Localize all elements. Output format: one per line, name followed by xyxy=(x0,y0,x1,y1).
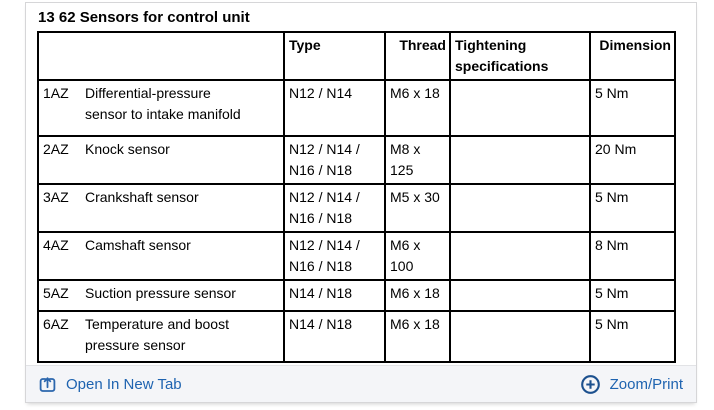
cell-dimension: 5 Nm xyxy=(589,279,676,312)
cell-item: 1AZ Differential-pressure sensor to inta… xyxy=(37,79,285,137)
cell-item: 2AZ Knock sensor xyxy=(37,135,285,185)
cell-item: 5AZ Suction pressure sensor xyxy=(37,279,285,312)
cell-dimension: 5 Nm xyxy=(589,79,676,137)
row-description: Differential-pressure sensor to intake m… xyxy=(85,85,241,122)
row-description: Knock sensor xyxy=(85,141,170,157)
col-header-type: Type xyxy=(283,31,386,81)
cell-tightening xyxy=(449,79,591,137)
cell-type: N12 / N14 / N16 / N18 xyxy=(283,135,386,185)
cell-tightening xyxy=(449,135,591,185)
cell-type: N14 / N18 xyxy=(283,279,386,312)
cell-thread: M8 x 125 xyxy=(384,135,451,185)
cell-thread: M6 x 100 xyxy=(384,231,451,281)
table-row: 1AZ Differential-pressure sensor to inta… xyxy=(37,79,676,137)
open-in-new-tab-button[interactable]: Open In New Tab xyxy=(39,376,182,393)
row-description: Temperature and boost pressure sensor xyxy=(85,316,229,353)
cell-thread: M6 x 18 xyxy=(384,310,451,363)
cell-thread: M6 x 18 xyxy=(384,79,451,137)
row-label: 4AZ xyxy=(43,237,69,253)
cell-type: N12 / N14 / N16 / N18 xyxy=(283,231,386,281)
circle-plus-icon xyxy=(580,374,601,395)
zoom-print-label: Zoom/Print xyxy=(609,375,683,393)
cell-dimension: 20 Nm xyxy=(589,135,676,185)
col-header-dimension: Dimension xyxy=(589,31,676,81)
cell-type: N14 / N18 xyxy=(283,310,386,363)
cell-type: N12 / N14 xyxy=(283,79,386,137)
row-label: 2AZ xyxy=(43,141,69,157)
col-header-thread: Thread xyxy=(384,31,451,81)
table-row: 2AZ Knock sensor N12 / N14 / N16 / N18 M… xyxy=(37,135,676,185)
table-row: 3AZ Crankshaft sensor N12 / N14 / N16 / … xyxy=(37,183,676,233)
zoom-print-button[interactable]: Zoom/Print xyxy=(580,374,683,395)
cell-thread: M6 x 18 xyxy=(384,279,451,312)
open-in-new-tab-label: Open In New Tab xyxy=(66,375,182,393)
cell-dimension: 8 Nm xyxy=(589,231,676,281)
col-header-item xyxy=(37,31,285,81)
row-description: Suction pressure sensor xyxy=(85,285,236,301)
cell-dimension: 5 Nm xyxy=(589,183,676,233)
table-row: 5AZ Suction pressure sensor N14 / N18 M6… xyxy=(37,279,676,312)
cell-tightening xyxy=(449,279,591,312)
cell-thread: M5 x 30 xyxy=(384,183,451,233)
cell-type: N12 / N14 / N16 / N18 xyxy=(283,183,386,233)
cell-item: 4AZ Camshaft sensor xyxy=(37,231,285,281)
open-in-new-tab-icon xyxy=(39,376,57,393)
cell-tightening xyxy=(449,310,591,363)
table-row: 6AZ Temperature and boost pressure senso… xyxy=(37,310,676,363)
table-row: 4AZ Camshaft sensor N12 / N14 / N16 / N1… xyxy=(37,231,676,281)
content-card: 13 62 Sensors for control unit Type Thre… xyxy=(25,2,697,403)
row-label: 5AZ xyxy=(43,285,69,301)
row-label: 6AZ xyxy=(43,316,69,332)
cell-tightening xyxy=(449,231,591,281)
row-description: Camshaft sensor xyxy=(85,237,191,253)
sensors-spec-table: Type Thread Tightening specifications Di… xyxy=(37,31,676,363)
page-title: 13 62 Sensors for control unit xyxy=(38,9,250,26)
header-row: Type Thread Tightening specifications Di… xyxy=(37,31,676,81)
cell-dimension: 5 Nm xyxy=(589,310,676,363)
footer-bar: Open In New Tab Zoom/Print xyxy=(26,365,696,402)
row-description: Crankshaft sensor xyxy=(85,189,199,205)
cell-tightening xyxy=(449,183,591,233)
col-header-tightening: Tightening specifications xyxy=(449,31,591,81)
cell-item: 6AZ Temperature and boost pressure senso… xyxy=(37,310,285,363)
cell-item: 3AZ Crankshaft sensor xyxy=(37,183,285,233)
row-label: 1AZ xyxy=(43,85,69,101)
row-label: 3AZ xyxy=(43,189,69,205)
